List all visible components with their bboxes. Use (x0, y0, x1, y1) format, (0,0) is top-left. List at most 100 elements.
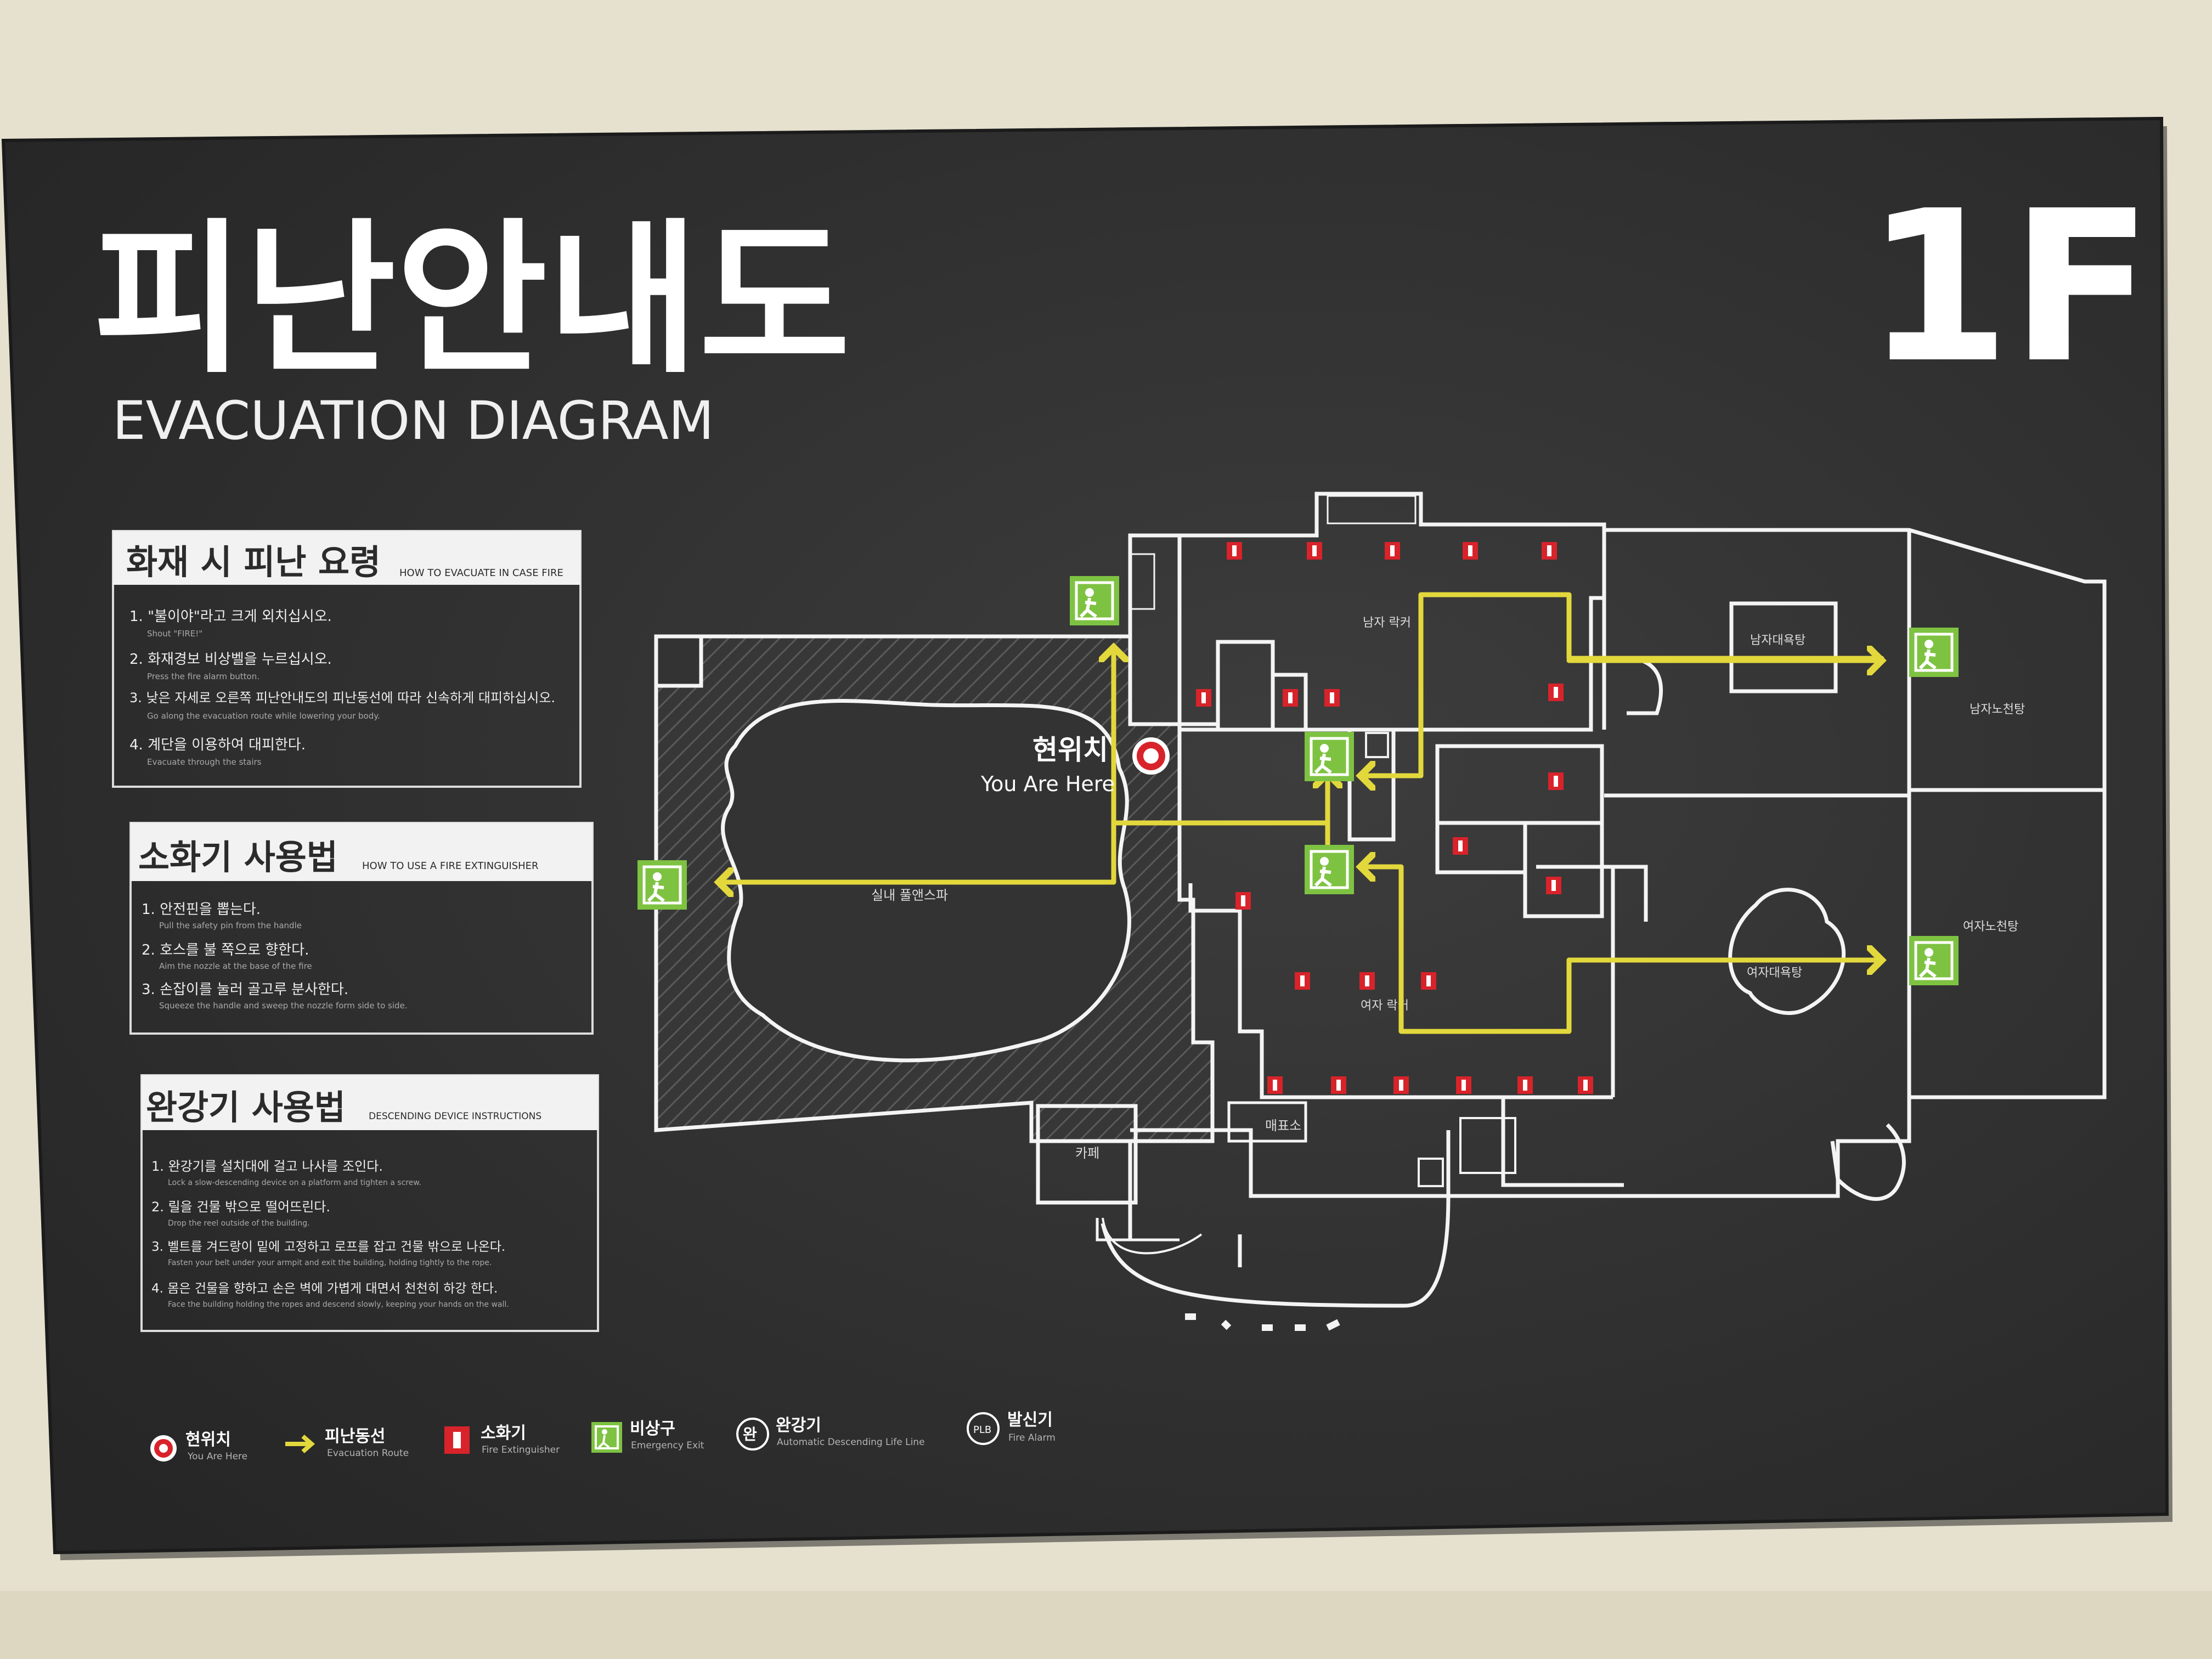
descending-life-line-icon: 완 (736, 1418, 769, 1451)
terrace-curve (1101, 1195, 1451, 1308)
legend-label: 피난동선 (325, 1427, 385, 1446)
panel-subtitle: HOW TO EVACUATE IN CASE FIRE (399, 567, 563, 579)
instruction-subtext: Press the fire alarm button. (147, 672, 259, 681)
room-label: 실내 풀앤스파 (871, 888, 948, 903)
wall (1188, 883, 1613, 1099)
room-label: 여자대욕탕 (1747, 966, 1802, 980)
floor-label: 1F (1865, 166, 2153, 409)
terrace-steps (1185, 1313, 1340, 1331)
instruction-subtext: Drop the reel outside of the building. (168, 1219, 310, 1228)
fire-extinguisher-icon (1235, 892, 1251, 910)
fire-extinguisher-icon (1421, 972, 1436, 990)
emergency-exits (637, 576, 1959, 985)
instruction-text: 3. 벨트를 겨드랑이 밑에 고정하고 로프를 잡고 건물 밖으로 나온다. (151, 1240, 505, 1254)
instruction-subtext: Shout "FIRE!" (147, 629, 202, 639)
route-women-side (1361, 867, 1572, 1034)
emergency-exit-icon (591, 1422, 622, 1453)
instruction-text: 4. 계단을 이용하여 대피한다. (129, 737, 306, 753)
fire-extinguisher-icon (1331, 1076, 1346, 1094)
cafe-box (1036, 1104, 1138, 1205)
emergency-exit-icon (1305, 845, 1354, 894)
panel-title: 화재 시 피난 요령 (126, 542, 381, 582)
panel-header-bar (131, 823, 592, 881)
ticket-office-box (1227, 1101, 1307, 1143)
descending-life-line-glyph: 완 (743, 1425, 757, 1443)
fire-extinguisher-icon (1359, 972, 1375, 990)
legend-sublabel: You Are Here (187, 1451, 247, 1462)
fire-extinguisher-icon (1542, 542, 1557, 560)
fire-extinguisher-icon (1578, 1076, 1593, 1094)
legend-item: 현위치 You Are Here (150, 1430, 247, 1462)
room-labels: 남자 락커 남자대욕탕 남자노천탕 실내 풀앤스파 여자 락커 여자대욕탕 여자… (871, 616, 2025, 1161)
evacuation-routes (719, 592, 1882, 1034)
floor-plan (654, 492, 2107, 1331)
legend-label: 비상구 (630, 1419, 675, 1438)
legend-label: 완강기 (776, 1416, 821, 1435)
fire-alarm-icon (1365, 732, 1389, 758)
wall (1501, 1097, 1624, 1187)
fire-extinguisher-icon (1307, 542, 1322, 560)
fire-alarm-glyph: PLB (973, 1424, 991, 1436)
legend-item: 완 완강기 Automatic Descending Life Line (736, 1416, 925, 1451)
fire-extinguisher-icon (1196, 689, 1211, 707)
emergency-exit-icon (1070, 576, 1119, 625)
fire-extinguisher-icon (1548, 684, 1564, 701)
fire-extinguisher-icon (1295, 972, 1310, 990)
fire-extinguisher-icon (1453, 837, 1468, 855)
fire-extinguisher-icon (1517, 1076, 1533, 1094)
room-label: 남자 락커 (1363, 616, 1411, 630)
fire-alarm-markers (1365, 732, 1444, 1187)
fire-extinguisher-icon (1463, 542, 1478, 560)
you-are-here-icon (150, 1435, 177, 1462)
stair-block-top (1327, 495, 1417, 524)
panel-title: 완강기 사용법 (146, 1087, 346, 1127)
fire-extinguisher-icon (1385, 542, 1400, 560)
fire-extinguisher-icon (1227, 542, 1242, 560)
women-bath-area (1728, 888, 1846, 1015)
stair-block (1459, 1117, 1516, 1174)
spiral-stair (1830, 1123, 1906, 1201)
instruction-subtext: Pull the safety pin from the handle (159, 921, 302, 930)
fire-extinguishers (1196, 542, 1593, 1094)
fire-alarm-icon: PLB (967, 1412, 1000, 1445)
fire-extinguisher-icon (1456, 1076, 1471, 1094)
instruction-text: 3. 손잡이를 눌러 골고루 분사한다. (142, 981, 348, 998)
legend: 현위치 You Are Here 피난동선 Evacuation Route 소… (150, 1410, 1056, 1462)
panel-subtitle: HOW TO USE A FIRE EXTINGUISHER (362, 860, 539, 872)
fire-extinguisher-icon (444, 1426, 470, 1454)
panel-extinguisher-steps: 소화기 사용법 HOW TO USE A FIRE EXTINGUISHER 1… (129, 822, 594, 1035)
locker-room-box (1271, 673, 1308, 732)
instruction-subtext: Squeeze the handle and sweep the nozzle … (159, 1001, 408, 1011)
instruction-text: 2. 호스를 불 쪽으로 향한다. (142, 942, 309, 958)
instruction-text: 2. 화재경보 비상벨을 누르십시오. (129, 651, 332, 668)
stair-block (1130, 553, 1155, 610)
fire-extinguisher-icon (1267, 1076, 1283, 1094)
room-label: 여자노천탕 (1963, 920, 2018, 934)
instruction-text: 1. 완강기를 설치대에 걸고 나사를 조인다. (151, 1159, 383, 1174)
panel-evacuation-steps: 화재 시 피난 요령 HOW TO EVACUATE IN CASE FIRE … (112, 530, 582, 788)
legend-sublabel: Automatic Descending Life Line (777, 1437, 925, 1448)
instruction-subtext: Face the building holding the ropes and … (168, 1300, 509, 1309)
panel-title: 소화기 사용법 (138, 837, 338, 877)
emergency-exit-icon (637, 860, 687, 910)
instruction-text: 4. 몸은 건물을 향하고 손은 벽에 가볍게 대면서 천천히 하강 한다. (151, 1282, 498, 1296)
room-label: 카페 (1075, 1146, 1099, 1161)
corridor-block (1347, 727, 1396, 842)
you-are-here-marker: 현위치 You Are Here (980, 734, 1170, 796)
room-label: 남자노천탕 (1970, 703, 2025, 716)
emergency-exit-icon (1909, 936, 1959, 985)
instruction-text: 1. "불이야"라고 크게 외치십시오. (129, 608, 332, 625)
legend-label: 발신기 (1007, 1410, 1053, 1430)
legend-sublabel: Emergency Exit (631, 1440, 704, 1451)
fire-extinguisher-icon (1393, 1076, 1409, 1094)
legend-item: PLB 발신기 Fire Alarm (967, 1410, 1056, 1445)
panel-descending-device-steps: 완강기 사용법 DESCENDING DEVICE INSTRUCTIONS 1… (140, 1074, 599, 1332)
wall (1536, 865, 1648, 922)
legend-sublabel: Evacuation Route (327, 1448, 409, 1459)
legend-item: 비상구 Emergency Exit (591, 1419, 704, 1453)
panel-header-bar (142, 1075, 598, 1130)
title-korean: 피난안내도 (93, 204, 850, 396)
instruction-text: 1. 안전핀을 뽑는다. (142, 901, 261, 918)
